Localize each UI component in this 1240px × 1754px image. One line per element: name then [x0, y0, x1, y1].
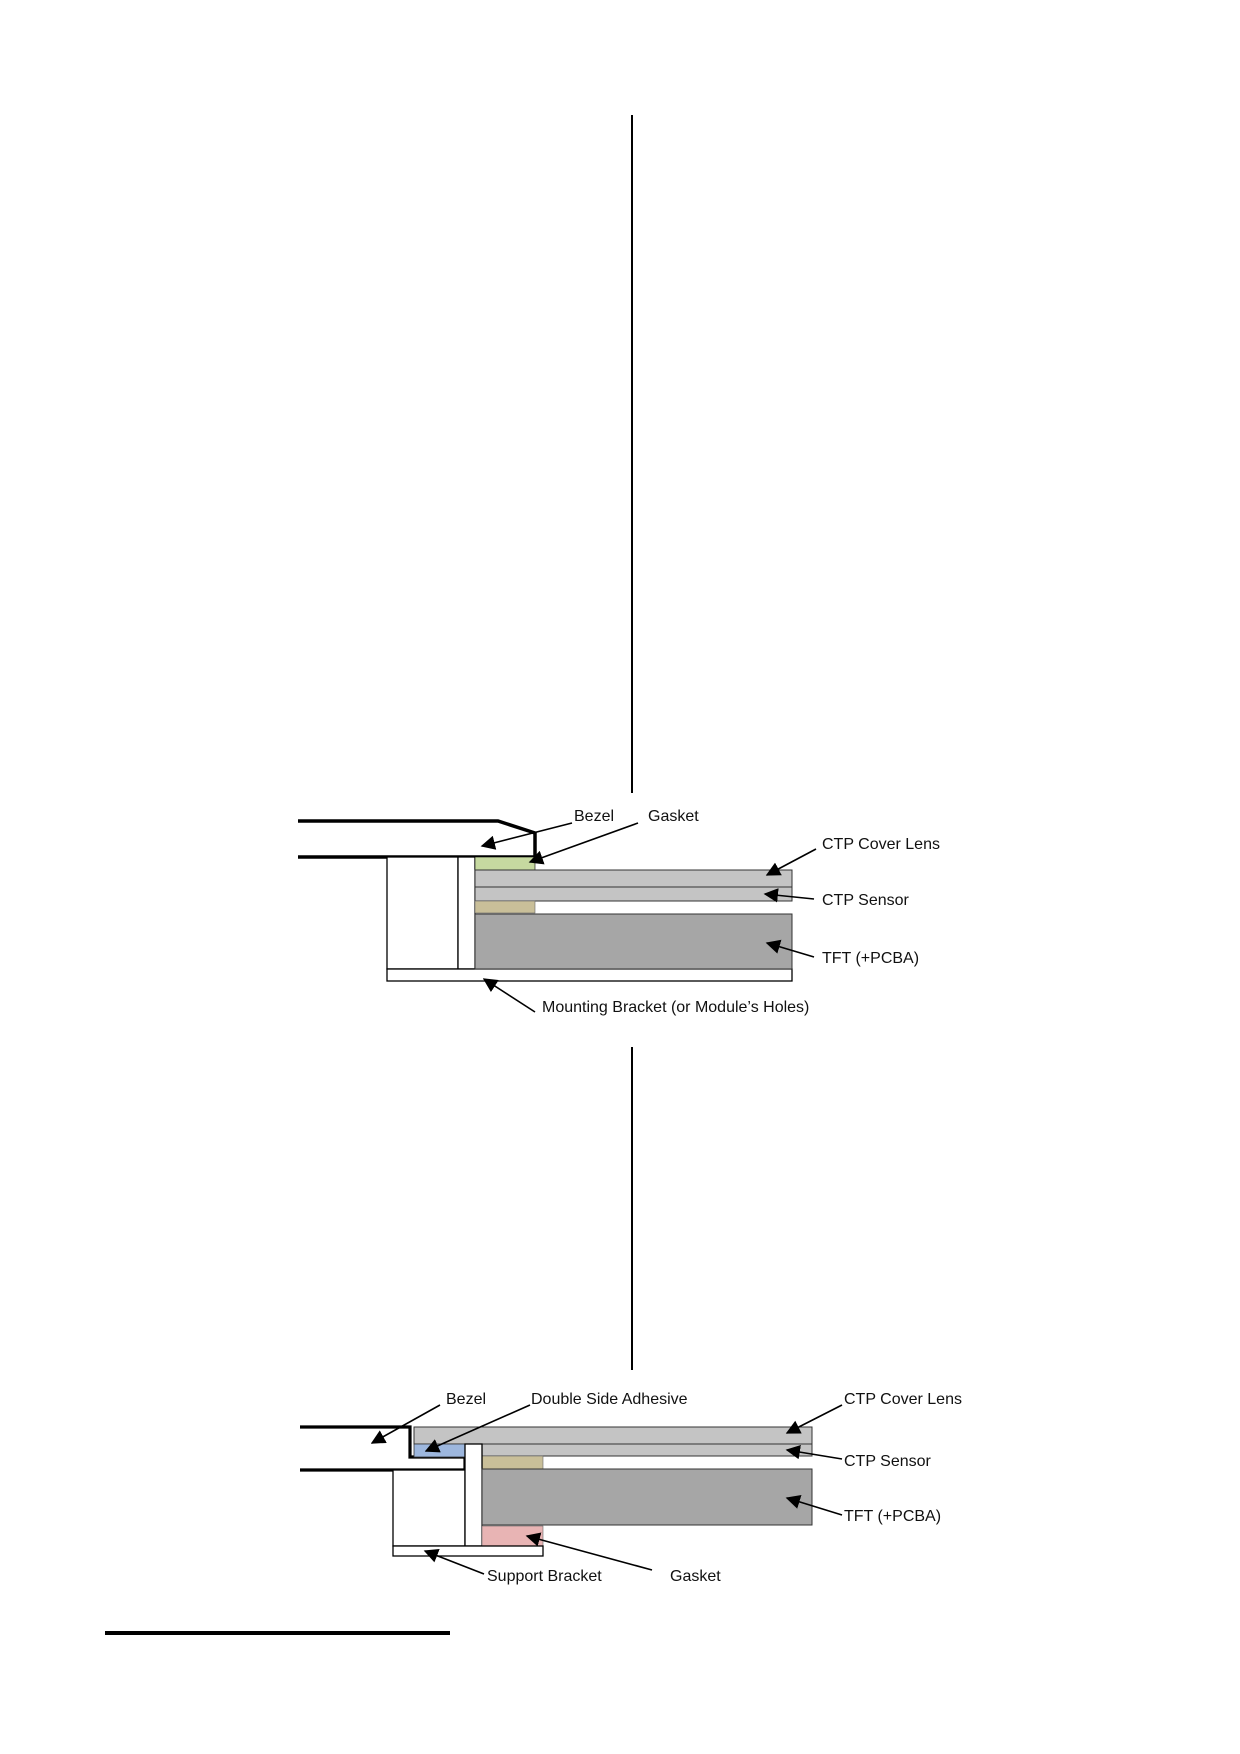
label-tft-bottom: TFT (+PCBA) [844, 1508, 941, 1525]
bezel-top [298, 819, 537, 859]
label-cover-lens-bottom: CTP Cover Lens [844, 1391, 962, 1408]
arrow-support-bracket-bottom [423, 1548, 485, 1575]
mounting-bracket-top [386, 968, 793, 982]
diagram-bottom: Bezel Double Side Adhesive CTP Cover Len… [300, 1391, 962, 1585]
adhesive-bottom [413, 1443, 466, 1458]
frame-outer-top [386, 856, 459, 970]
frame-inner-bottom [464, 1443, 483, 1547]
spacer-bottom [481, 1455, 544, 1470]
label-sensor-top: CTP Sensor [822, 892, 910, 909]
sensor-top [474, 886, 793, 902]
label-support-bracket-bottom: Support Bracket [487, 1568, 602, 1585]
arrow-adhesive-bottom [424, 1404, 531, 1453]
frame-outer-bottom [392, 1469, 466, 1547]
label-gasket-top: Gasket [648, 808, 699, 825]
arrow-sensor-bottom [785, 1444, 843, 1460]
label-bezel-top: Bezel [574, 808, 614, 825]
label-adhesive-bottom: Double Side Adhesive [531, 1391, 688, 1408]
arrow-tft-bottom [785, 1494, 843, 1516]
gasket-top [474, 856, 536, 872]
label-sensor-bottom: CTP Sensor [844, 1453, 932, 1470]
label-tft-top: TFT (+PCBA) [822, 950, 919, 967]
arrow-gasket-top [528, 822, 639, 865]
arrow-gasket-bottom [525, 1532, 653, 1571]
gasket-bottom [481, 1525, 544, 1547]
diagram-top: Bezel Gasket CTP Cover Lens CTP Sensor T… [298, 808, 940, 1016]
arrow-cover-lens-bottom [785, 1404, 843, 1434]
label-gasket-bottom: Gasket [670, 1568, 721, 1585]
frame-inner-top [457, 856, 476, 970]
arrow-cover-lens-top [765, 848, 817, 876]
tft-bottom [481, 1468, 813, 1526]
label-bezel-bottom: Bezel [446, 1391, 486, 1408]
spacer-top [474, 900, 536, 914]
label-cover-lens-top: CTP Cover Lens [822, 836, 940, 853]
arrow-bracket-top [482, 978, 536, 1013]
arrow-bezel-top [480, 822, 573, 850]
support-bracket-bottom [392, 1545, 544, 1557]
sensor-bottom [481, 1443, 813, 1457]
cover-lens-top [474, 869, 793, 888]
arrow-tft-top [765, 939, 815, 958]
label-mounting-bracket-top: Mounting Bracket (or Module’s Holes) [542, 999, 809, 1016]
arrow-sensor-top [763, 888, 815, 903]
tft-top [474, 913, 793, 970]
arrow-bezel-bottom [370, 1404, 441, 1444]
